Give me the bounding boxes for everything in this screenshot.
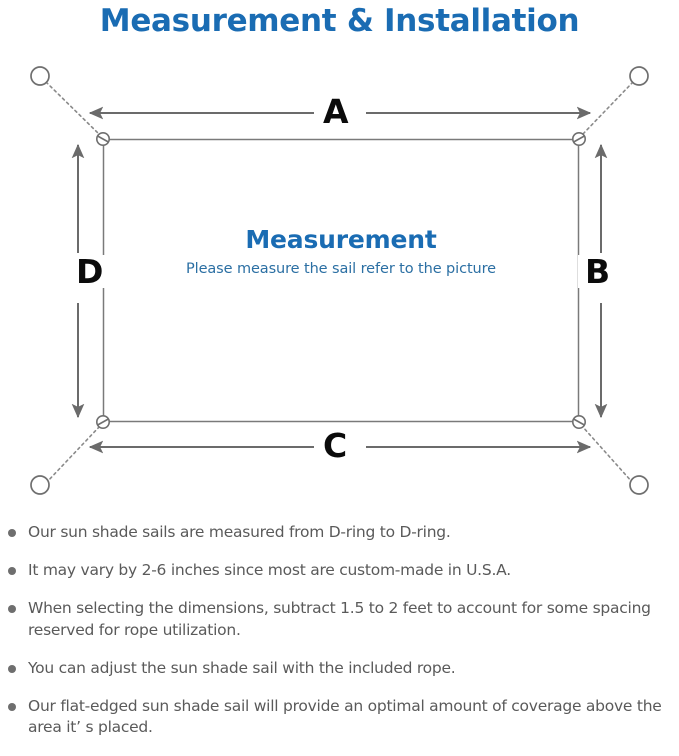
list-item-text: It may vary by 2-6 inches since most are… [28,561,511,580]
list-item: When selecting the dimensions, subtract … [0,598,679,640]
dimension-label-a: A [316,95,356,128]
bullet-icon [8,522,28,537]
list-item-text: When selecting the dimensions, subtract … [28,599,651,639]
list-item-text: Our sun shade sails are measured from D-… [28,523,451,541]
diagram-svg [30,66,649,495]
d-ring-chords [97,135,585,426]
anchor-rings [30,66,649,495]
anchor-ring-bottom-right [629,475,649,495]
rope-line-top-right [581,81,634,136]
anchor-ring-bottom-left [30,475,50,495]
bullet-icon [8,658,28,673]
rope-line-top-left [45,81,101,136]
dimension-label-d: D [69,255,111,288]
list-item: Our flat-edged sun shade sail will provi… [0,696,679,738]
dimension-label-c: C [316,429,355,462]
list-item: It may vary by 2-6 inches since most are… [0,560,679,581]
d-ring-chord-bottom-right [573,418,585,426]
list-item: You can adjust the sun shade sail with t… [0,658,679,679]
d-ring-chord-top-right [573,135,585,143]
rope-line-bottom-left [45,425,101,484]
notes-list: Our sun shade sails are measured from D-… [0,522,679,756]
page-title: Measurement & Installation [99,3,580,39]
bullet-icon [8,598,28,614]
anchor-ring-top-left [30,66,50,86]
list-item: Our sun shade sails are measured from D-… [0,522,679,543]
sail-rectangle [102,138,580,423]
d-ring-chord-bottom-left [97,418,109,426]
bullet-icon [8,696,28,712]
anchor-ring-top-right [629,66,649,86]
list-item-text: Our flat-edged sun shade sail will provi… [28,697,662,737]
rope-lines [45,81,634,484]
list-item-text: You can adjust the sun shade sail with t… [28,658,456,677]
rope-line-bottom-right [581,425,634,484]
dimension-label-b: B [578,255,618,288]
d-ring-chord-top-left [97,135,109,143]
measurement-diagram: A B C D Measurement Please measure the s… [0,46,679,522]
bullet-icon [8,560,28,576]
